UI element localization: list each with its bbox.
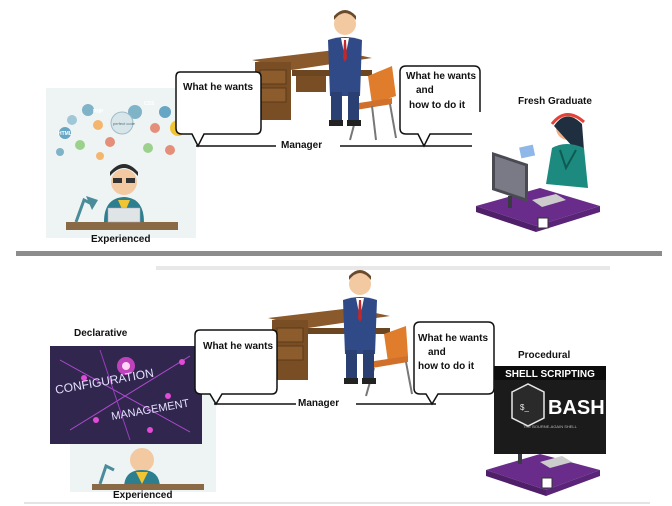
speech-bubble-left-top — [175, 71, 262, 148]
bubble-text-right-top-line3: how to do it — [409, 100, 466, 111]
experienced-label-bottom: Experienced — [113, 490, 173, 501]
bash-label: BASH — [548, 397, 605, 419]
bottom-baseline — [24, 502, 650, 504]
manager-label-top: Manager — [281, 140, 323, 151]
panel-divider — [16, 251, 662, 256]
bubble-text-right-bottom-line1: What he wants — [418, 333, 489, 344]
speech-bubble-right-bottom — [413, 321, 495, 406]
shell-scripting-title: SHELL SCRIPTING — [505, 369, 595, 380]
manager-illustration-top — [252, 10, 397, 141]
tech-tag-perfect-code: perfect code — [113, 121, 136, 126]
bubble-text-right-bottom-line3: how to do it — [418, 361, 475, 372]
tech-tag-css: CSS — [144, 101, 155, 107]
bubble-text-right-top-line2: and — [416, 85, 434, 96]
tech-tag-html: HTML — [58, 131, 72, 137]
declarative-label: Declarative — [74, 328, 128, 339]
procedural-illustration-bottom — [486, 452, 600, 496]
bubble-text-right-bottom-line2: and — [428, 347, 446, 358]
speech-bubble-left-bottom — [194, 329, 278, 406]
shell-scripting-image: SHELL SCRIPTING $_ BASH THE BOURNE-AGAIN… — [494, 366, 606, 454]
fresh-graduate-illustration — [472, 112, 602, 246]
panel-divider-shadow — [156, 266, 610, 270]
bubble-text-right-top-line1: What he wants — [406, 71, 477, 82]
tech-tag-php: PHP — [93, 109, 104, 115]
procedural-label: Procedural — [518, 350, 571, 361]
manager-illustration-bottom — [268, 270, 413, 397]
manager-label-bottom: Manager — [298, 398, 340, 409]
configuration-management-image: CONFIGURATION MANAGEMENT — [50, 346, 202, 444]
experienced-illustration-top: PHP CSS HTML perfect code — [46, 88, 196, 238]
experienced-label-top: Experienced — [91, 234, 151, 245]
bubble-text-left-top: What he wants — [183, 82, 254, 93]
bash-prompt-icon: $_ — [520, 403, 529, 412]
bubble-text-left-bottom: What he wants — [203, 341, 274, 352]
fresh-graduate-label: Fresh Graduate — [518, 96, 592, 107]
speech-bubble-right-top — [399, 65, 481, 148]
bash-subtitle: THE BOURNE-AGAIN SHELL — [523, 424, 578, 429]
